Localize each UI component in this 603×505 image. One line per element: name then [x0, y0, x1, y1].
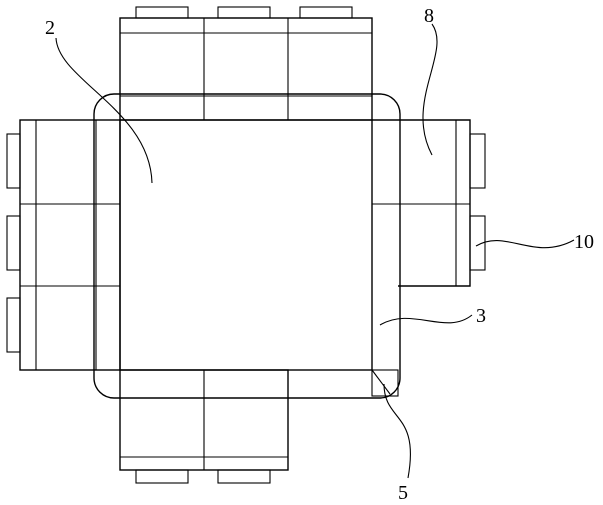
- callout-5: 5: [398, 482, 408, 504]
- callout-3: 3: [476, 305, 486, 327]
- central-frame: [94, 94, 400, 398]
- left-module-column: [7, 120, 120, 370]
- top-module-row: [120, 7, 372, 120]
- leader-line-10: [476, 240, 574, 248]
- left-connector-2: [7, 216, 20, 270]
- leader-line-8: [423, 24, 437, 155]
- callout-10: 10: [574, 231, 594, 253]
- right-module-column: [372, 120, 485, 286]
- top-connector-1: [136, 7, 188, 18]
- top-connector-3: [300, 7, 352, 18]
- right-connector-1: [470, 134, 485, 188]
- leader-line-3: [380, 315, 472, 325]
- bottom-connector-2: [218, 470, 270, 483]
- leader-line-2: [56, 38, 152, 183]
- left-connector-1: [7, 134, 20, 188]
- callout-8: 8: [424, 5, 434, 27]
- bottom-module-row: [120, 370, 372, 483]
- central-panel: [120, 120, 372, 370]
- leader-line-5: [384, 384, 410, 478]
- bottom-connector-1: [136, 470, 188, 483]
- top-connector-2: [218, 7, 270, 18]
- callout-2: 2: [45, 17, 55, 39]
- left-connector-3: [7, 298, 20, 352]
